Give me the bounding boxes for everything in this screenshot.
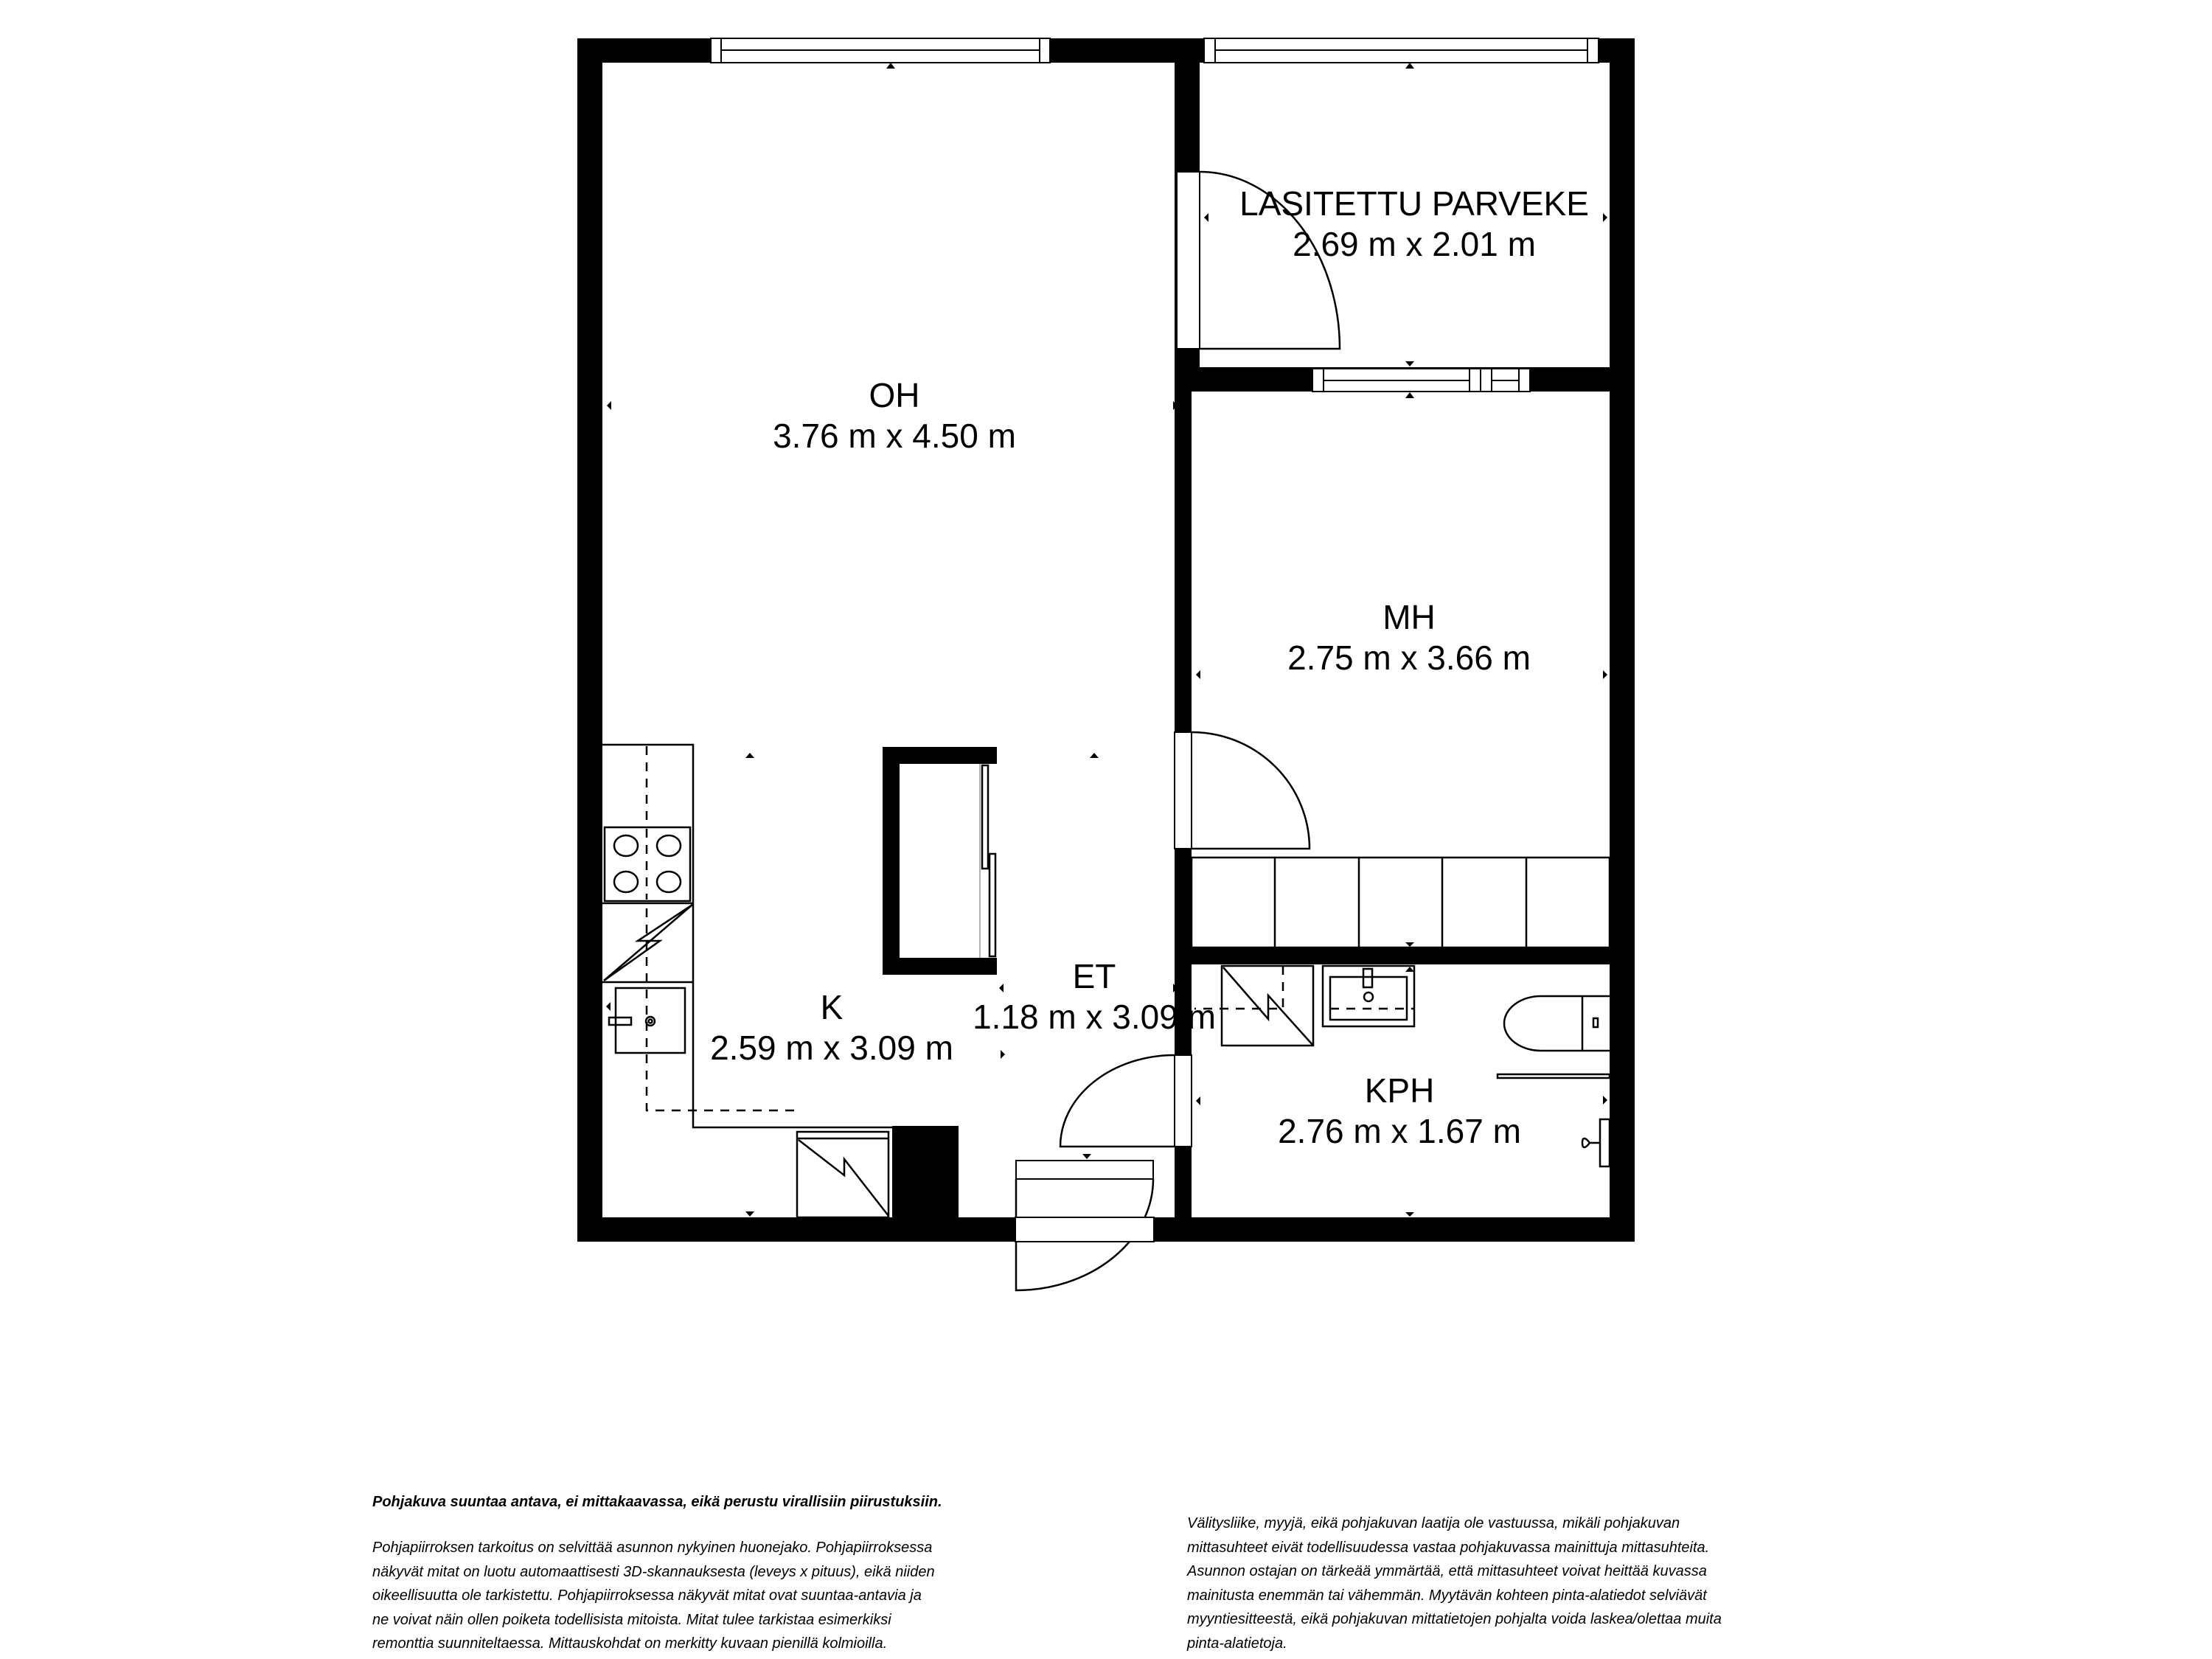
wardrobe xyxy=(1190,856,1611,949)
fridge-icon xyxy=(796,1130,890,1219)
room-dims: 3.76 m x 4.50 m xyxy=(773,417,1016,455)
disclaimer-title: Pohjakuva suuntaa antava, ei mittakaavas… xyxy=(372,1494,942,1510)
sink-icon xyxy=(608,987,686,1054)
room-dims: 2.69 m x 2.01 m xyxy=(1293,225,1536,263)
room-dims: 1.18 m x 3.09 m xyxy=(973,998,1216,1036)
room-k: K 2.59 m x 3.09 m xyxy=(710,988,953,1067)
room-dims: 2.76 m x 1.67 m xyxy=(1278,1112,1521,1150)
room-oh: OH 3.76 m x 4.50 m xyxy=(773,376,1016,455)
room-name: ET xyxy=(1073,957,1116,995)
room-name: LASITETTU PARVEKE xyxy=(1239,184,1589,223)
room-name: MH xyxy=(1382,598,1436,636)
room-dims: 2.59 m x 3.09 m xyxy=(710,1029,953,1067)
room-name: K xyxy=(821,988,844,1026)
stove-icon xyxy=(603,826,692,902)
door-mh[interactable] xyxy=(1174,731,1311,850)
dishwasher-icon xyxy=(603,903,693,982)
measurement-markers xyxy=(606,63,1607,1217)
toilet-icon xyxy=(1503,995,1610,1052)
window-parveke xyxy=(1203,38,1599,63)
closet xyxy=(883,747,997,975)
entrance-door[interactable] xyxy=(1015,1160,1155,1292)
disclaimer-left: Pohjapiirroksen tarkoitus on selvittää a… xyxy=(372,1540,935,1652)
disclaimer-right: Välitysliike, myyjä, eikä pohjakuvan laa… xyxy=(1187,1515,1722,1652)
room-et: ET 1.18 m x 3.09 m xyxy=(973,957,1216,1036)
room-name: OH xyxy=(869,376,920,414)
window-oh xyxy=(710,38,1051,63)
washing-machine-icon xyxy=(1194,964,1315,1047)
door-parveke[interactable] xyxy=(1176,170,1341,350)
window-mh xyxy=(1312,368,1531,392)
washbasin-icon xyxy=(1321,964,1416,1028)
room-dims: 2.75 m x 3.66 m xyxy=(1287,639,1531,677)
room-parveke: LASITETTU PARVEKE 2.69 m x 2.01 m xyxy=(1239,184,1589,263)
door-kph[interactable] xyxy=(1059,1054,1192,1148)
shower-icon xyxy=(1496,1073,1611,1168)
room-kph: KPH 2.76 m x 1.67 m xyxy=(1278,1071,1521,1150)
room-name: KPH xyxy=(1365,1071,1435,1110)
room-mh: MH 2.75 m x 3.66 m xyxy=(1287,598,1531,677)
